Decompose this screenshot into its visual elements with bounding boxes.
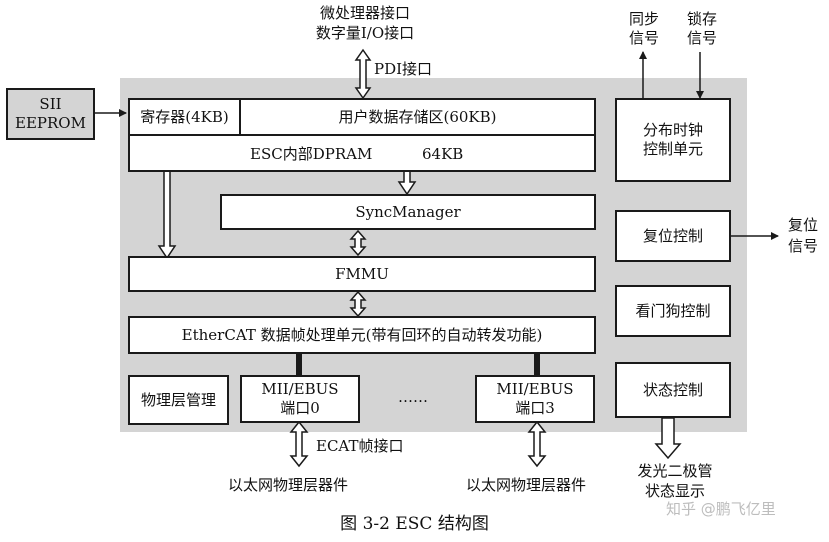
port0-phy-arrow [289,420,309,468]
latch-signal-label-1: 锁存 [686,10,717,28]
top-interface-label-2: 数字量I/O接口 [315,24,415,42]
port0-label-1: MII/EBUS [261,380,339,399]
port3-connector [534,353,540,375]
ports-ellipsis: …… [398,388,428,406]
phy-management-label: 物理层管理 [140,390,216,409]
port3-label-1: MII/EBUS [496,380,574,399]
user-data-label: 用户数据存储区(60KB) [338,107,497,126]
dist-clock-label-2: 控制单元 [642,140,703,158]
figure-caption: 图 3-2 ESC 结构图 [340,514,489,534]
dist-clock-label-1: 分布时钟 [642,121,703,140]
sii-eeprom-label-1: SII [39,95,62,114]
reset-control-label: 复位控制 [642,226,703,245]
sii-eeprom-label-2: EEPROM [15,114,86,132]
pdi-label: PDI接口 [374,60,433,78]
sii-eeprom-box: SII EEPROM [6,88,95,140]
dpram-size-label: 64KB [422,145,464,163]
register-box: 寄存器(4KB) [128,98,241,136]
sync-signal-label-2: 信号 [628,29,659,47]
ecat-interface-label: ECAT帧接口 [316,437,404,455]
watermark: 知乎 @鹏飞亿里 [666,500,776,518]
port0-connector [296,353,302,375]
phy-device-left-label: 以太网物理层器件 [228,476,349,494]
status-control-label: 状态控制 [642,380,703,399]
fmmu-box: FMMU [128,256,596,292]
port3-box: MII/EBUS 端口3 [475,375,595,423]
led-label-2: 状态显示 [644,482,705,500]
dpram-label: ESC内部DPRAM [250,145,373,163]
port0-box: MII/EBUS 端口0 [240,375,360,423]
top-interface-label-1: 微处理器接口 [319,4,410,22]
port3-phy-arrow [527,420,547,468]
syncmanager-fmmu-arrow [349,229,367,257]
reset-signal-label-1: 复位 [787,216,818,234]
watchdog-label: 看门狗控制 [635,301,711,320]
reset-control-box: 复位控制 [615,210,731,262]
pdi-arrow [354,48,372,100]
port3-label-2: 端口3 [515,399,555,417]
user-data-box: 用户数据存储区(60KB) [239,98,596,136]
ethercat-unit-label: EtherCAT 数据帧处理单元(带有回环的自动转发功能) [181,325,543,344]
ethercat-unit-box: EtherCAT 数据帧处理单元(带有回环的自动转发功能) [128,316,596,354]
phy-management-box: 物理层管理 [128,375,229,425]
syncmanager-box: SyncManager [220,194,596,230]
register-label: 寄存器(4KB) [140,107,229,126]
distributed-clock-box: 分布时钟 控制单元 [615,98,731,182]
watchdog-box: 看门狗控制 [615,285,731,337]
sync-signal-label-1: 同步 [628,10,659,28]
status-control-box: 状态控制 [615,362,731,418]
latch-signal-label-2: 信号 [686,29,717,47]
led-label-1: 发光二极管 [637,462,713,480]
fmmu-label: FMMU [335,264,389,283]
port0-label-2: 端口0 [280,399,320,417]
syncmanager-label: SyncManager [355,202,461,221]
phy-device-right-label: 以太网物理层器件 [466,476,587,494]
status-led-arrow [654,417,682,460]
reset-signal-label-2: 信号 [787,237,818,255]
